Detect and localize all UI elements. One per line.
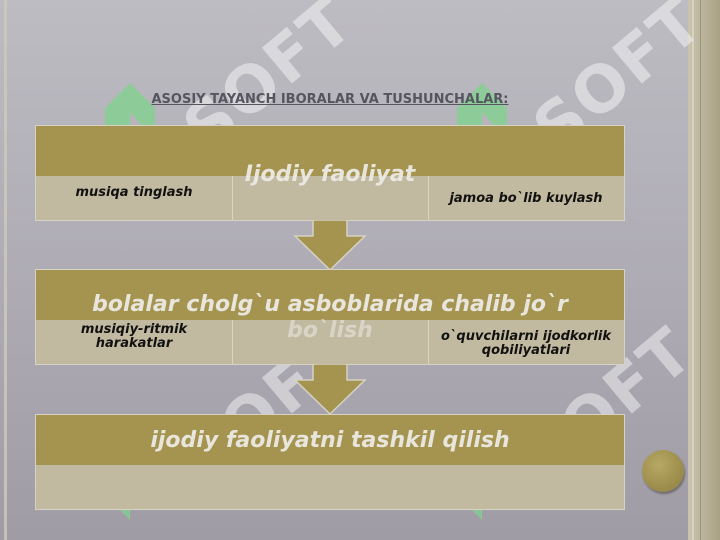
left-edge-line	[4, 0, 7, 540]
box-2-main-line-1: bolalar cholg`u asboblarida chalib jo`r	[92, 292, 568, 317]
slide-navigation-button[interactable]	[642, 450, 684, 492]
box-2-main-line-2: bo`lish	[287, 318, 373, 343]
box-1-main-text: Ijodiy faoliyat	[244, 162, 416, 187]
slide-title: ASOSIY TAYANCH IBORALAR VA TUSHUNCHALAR:	[151, 92, 509, 107]
box-2-right-text: o`quvchilarni ijodkorlik qobiliyatlari	[441, 329, 611, 358]
box-1-right-text: jamoa bo`lib kuylash	[449, 191, 603, 206]
diagram-box-1: Ijodiy faoliyat musiqa tinglash jamoa bo…	[35, 125, 625, 221]
diagram-box-2: bolalar cholg`u asboblarida chalib jo`r …	[35, 269, 625, 365]
right-decorative-strip	[688, 0, 720, 540]
box-3-main-text: ijodiy faoliyatni tashkil qilish	[150, 428, 510, 453]
diagram-box-3: ijodiy faoliyatni tashkil qilish	[35, 414, 625, 510]
box-2-left-text: musiqiy-ritmik harakatlar	[80, 322, 188, 351]
down-arrow-icon	[293, 364, 367, 416]
down-arrow-icon	[293, 220, 367, 272]
box-1-left-text: musiqa tinglash	[75, 185, 193, 200]
